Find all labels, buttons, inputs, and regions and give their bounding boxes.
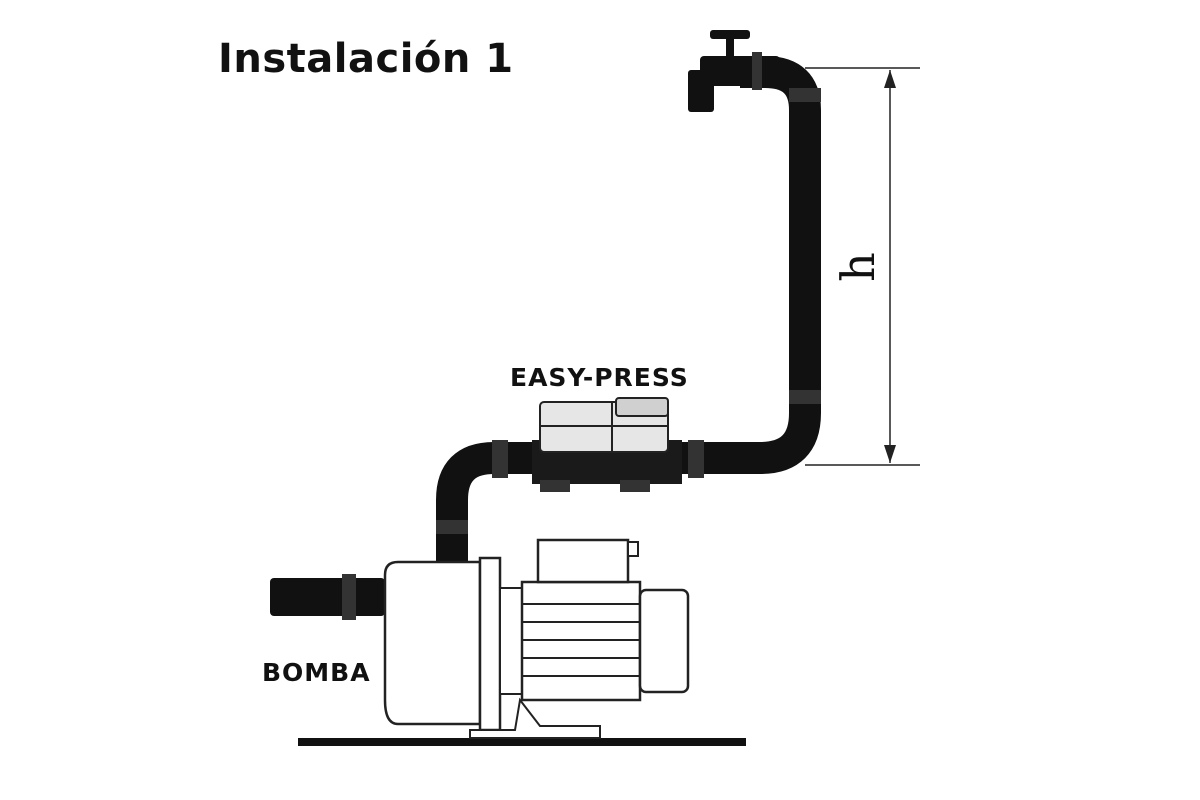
diagram-title: Instalación 1 [218,36,514,82]
pump-label: BOMBA [262,658,371,687]
faucet-icon [688,30,780,112]
easy-press-label: EASY-PRESS [510,363,689,392]
pressure-controller-icon [532,397,682,492]
inlet-pipe [270,574,385,620]
pipe-fitting-top [789,88,821,102]
height-dimension [805,67,920,466]
pipe-fitting-lower [436,520,468,534]
pump-icon [383,538,690,739]
pipe-fitting-vertical [789,390,821,404]
pipe-fitting-device-right [688,440,704,478]
pipe-fitting-device-left [492,440,508,478]
pipe-device-to-faucet [670,56,821,474]
floor-line [298,738,746,746]
